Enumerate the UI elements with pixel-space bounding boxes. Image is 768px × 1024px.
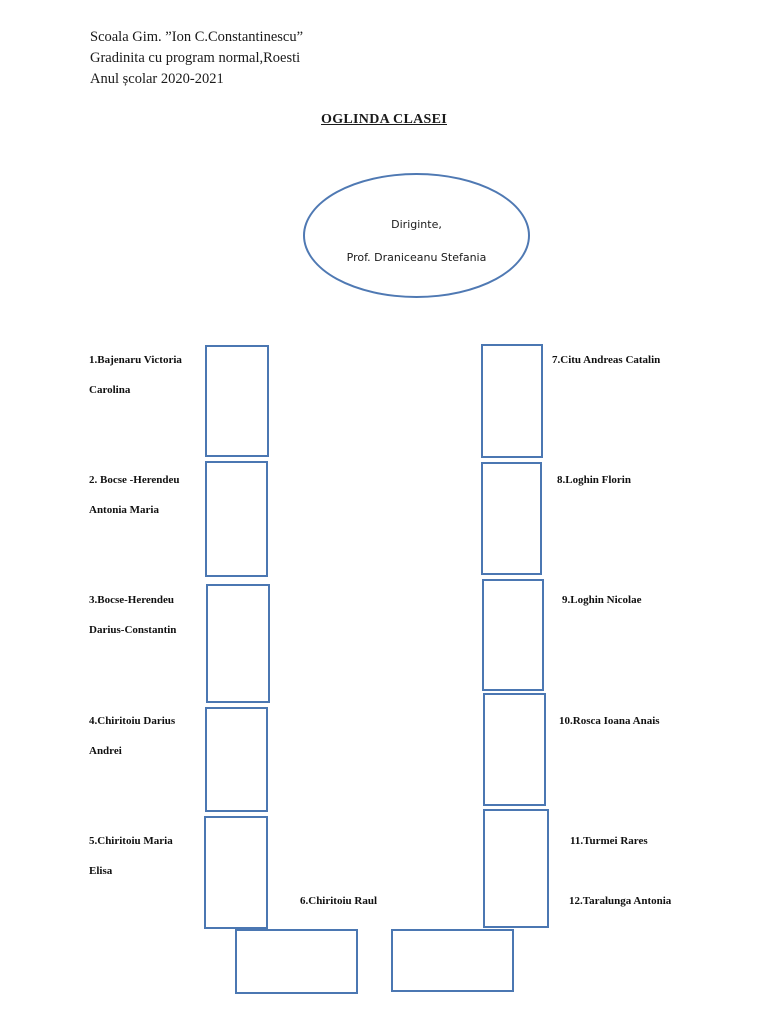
student-3-line2: Darius-Constantin	[89, 624, 177, 636]
header-school-year: Anul școlar 2020-2021	[90, 71, 224, 87]
teacher-role: Diriginte,	[391, 218, 442, 231]
desk-right-10	[483, 693, 546, 806]
page-title: OGLINDA CLASEI	[321, 112, 447, 127]
student-name-2: 2. Bocse -Herendeu Antonia Maria	[89, 465, 180, 525]
student-name-4: 4.Chiritoiu Darius Andrei	[89, 706, 175, 766]
teacher-oval: Diriginte, Prof. Draniceanu Stefania	[303, 173, 530, 298]
student-2-line2: Antonia Maria	[89, 504, 159, 516]
student-1-line1: 1.Bajenaru Victoria	[89, 354, 182, 366]
student-2-line1: 2. Bocse -Herendeu	[89, 474, 180, 486]
desk-left-3	[206, 584, 270, 703]
student-name-6: 6.Chiritoiu Raul	[300, 895, 378, 907]
header-school: Scoala Gim. ”Ion C.Constantinescu”	[90, 29, 304, 45]
student-name-1: 1.Bajenaru Victoria Carolina	[89, 345, 182, 405]
student-3-line1: 3.Bocse-Herendeu	[89, 594, 175, 606]
student-name-10: 10.Rosca Ioana Anais	[559, 715, 660, 727]
student-5-line1: 5.Chiritoiu Maria	[89, 835, 173, 847]
desk-left-5	[204, 816, 268, 929]
desk-right-11	[483, 809, 549, 928]
desk-bottom-right	[391, 929, 514, 992]
desk-right-8	[481, 462, 542, 575]
student-name-12: 12.Taralunga Antonia	[569, 895, 672, 907]
desk-left-1	[205, 345, 269, 457]
desk-right-7	[481, 344, 543, 458]
student-name-9: 9.Loghin Nicolae	[562, 594, 642, 606]
student-name-7: 7.Citu Andreas Catalin	[552, 354, 661, 366]
student-4-line2: Andrei	[89, 745, 122, 757]
desk-left-4	[205, 707, 268, 812]
student-name-5: 5.Chiritoiu Maria Elisa	[89, 826, 173, 886]
desk-right-9	[482, 579, 544, 691]
desk-left-2	[205, 461, 268, 577]
header-kindergarten: Gradinita cu program normal,Roesti	[90, 50, 301, 66]
student-name-11: 11.Turmei Rares	[570, 835, 648, 847]
student-1-line2: Carolina	[89, 384, 131, 396]
student-4-line1: 4.Chiritoiu Darius	[89, 715, 176, 727]
student-5-line2: Elisa	[89, 865, 113, 877]
student-name-8: 8.Loghin Florin	[557, 474, 631, 486]
teacher-name: Prof. Draniceanu Stefania	[346, 251, 487, 264]
desk-bottom-left	[235, 929, 358, 994]
student-name-3: 3.Bocse-Herendeu Darius-Constantin	[89, 585, 176, 645]
